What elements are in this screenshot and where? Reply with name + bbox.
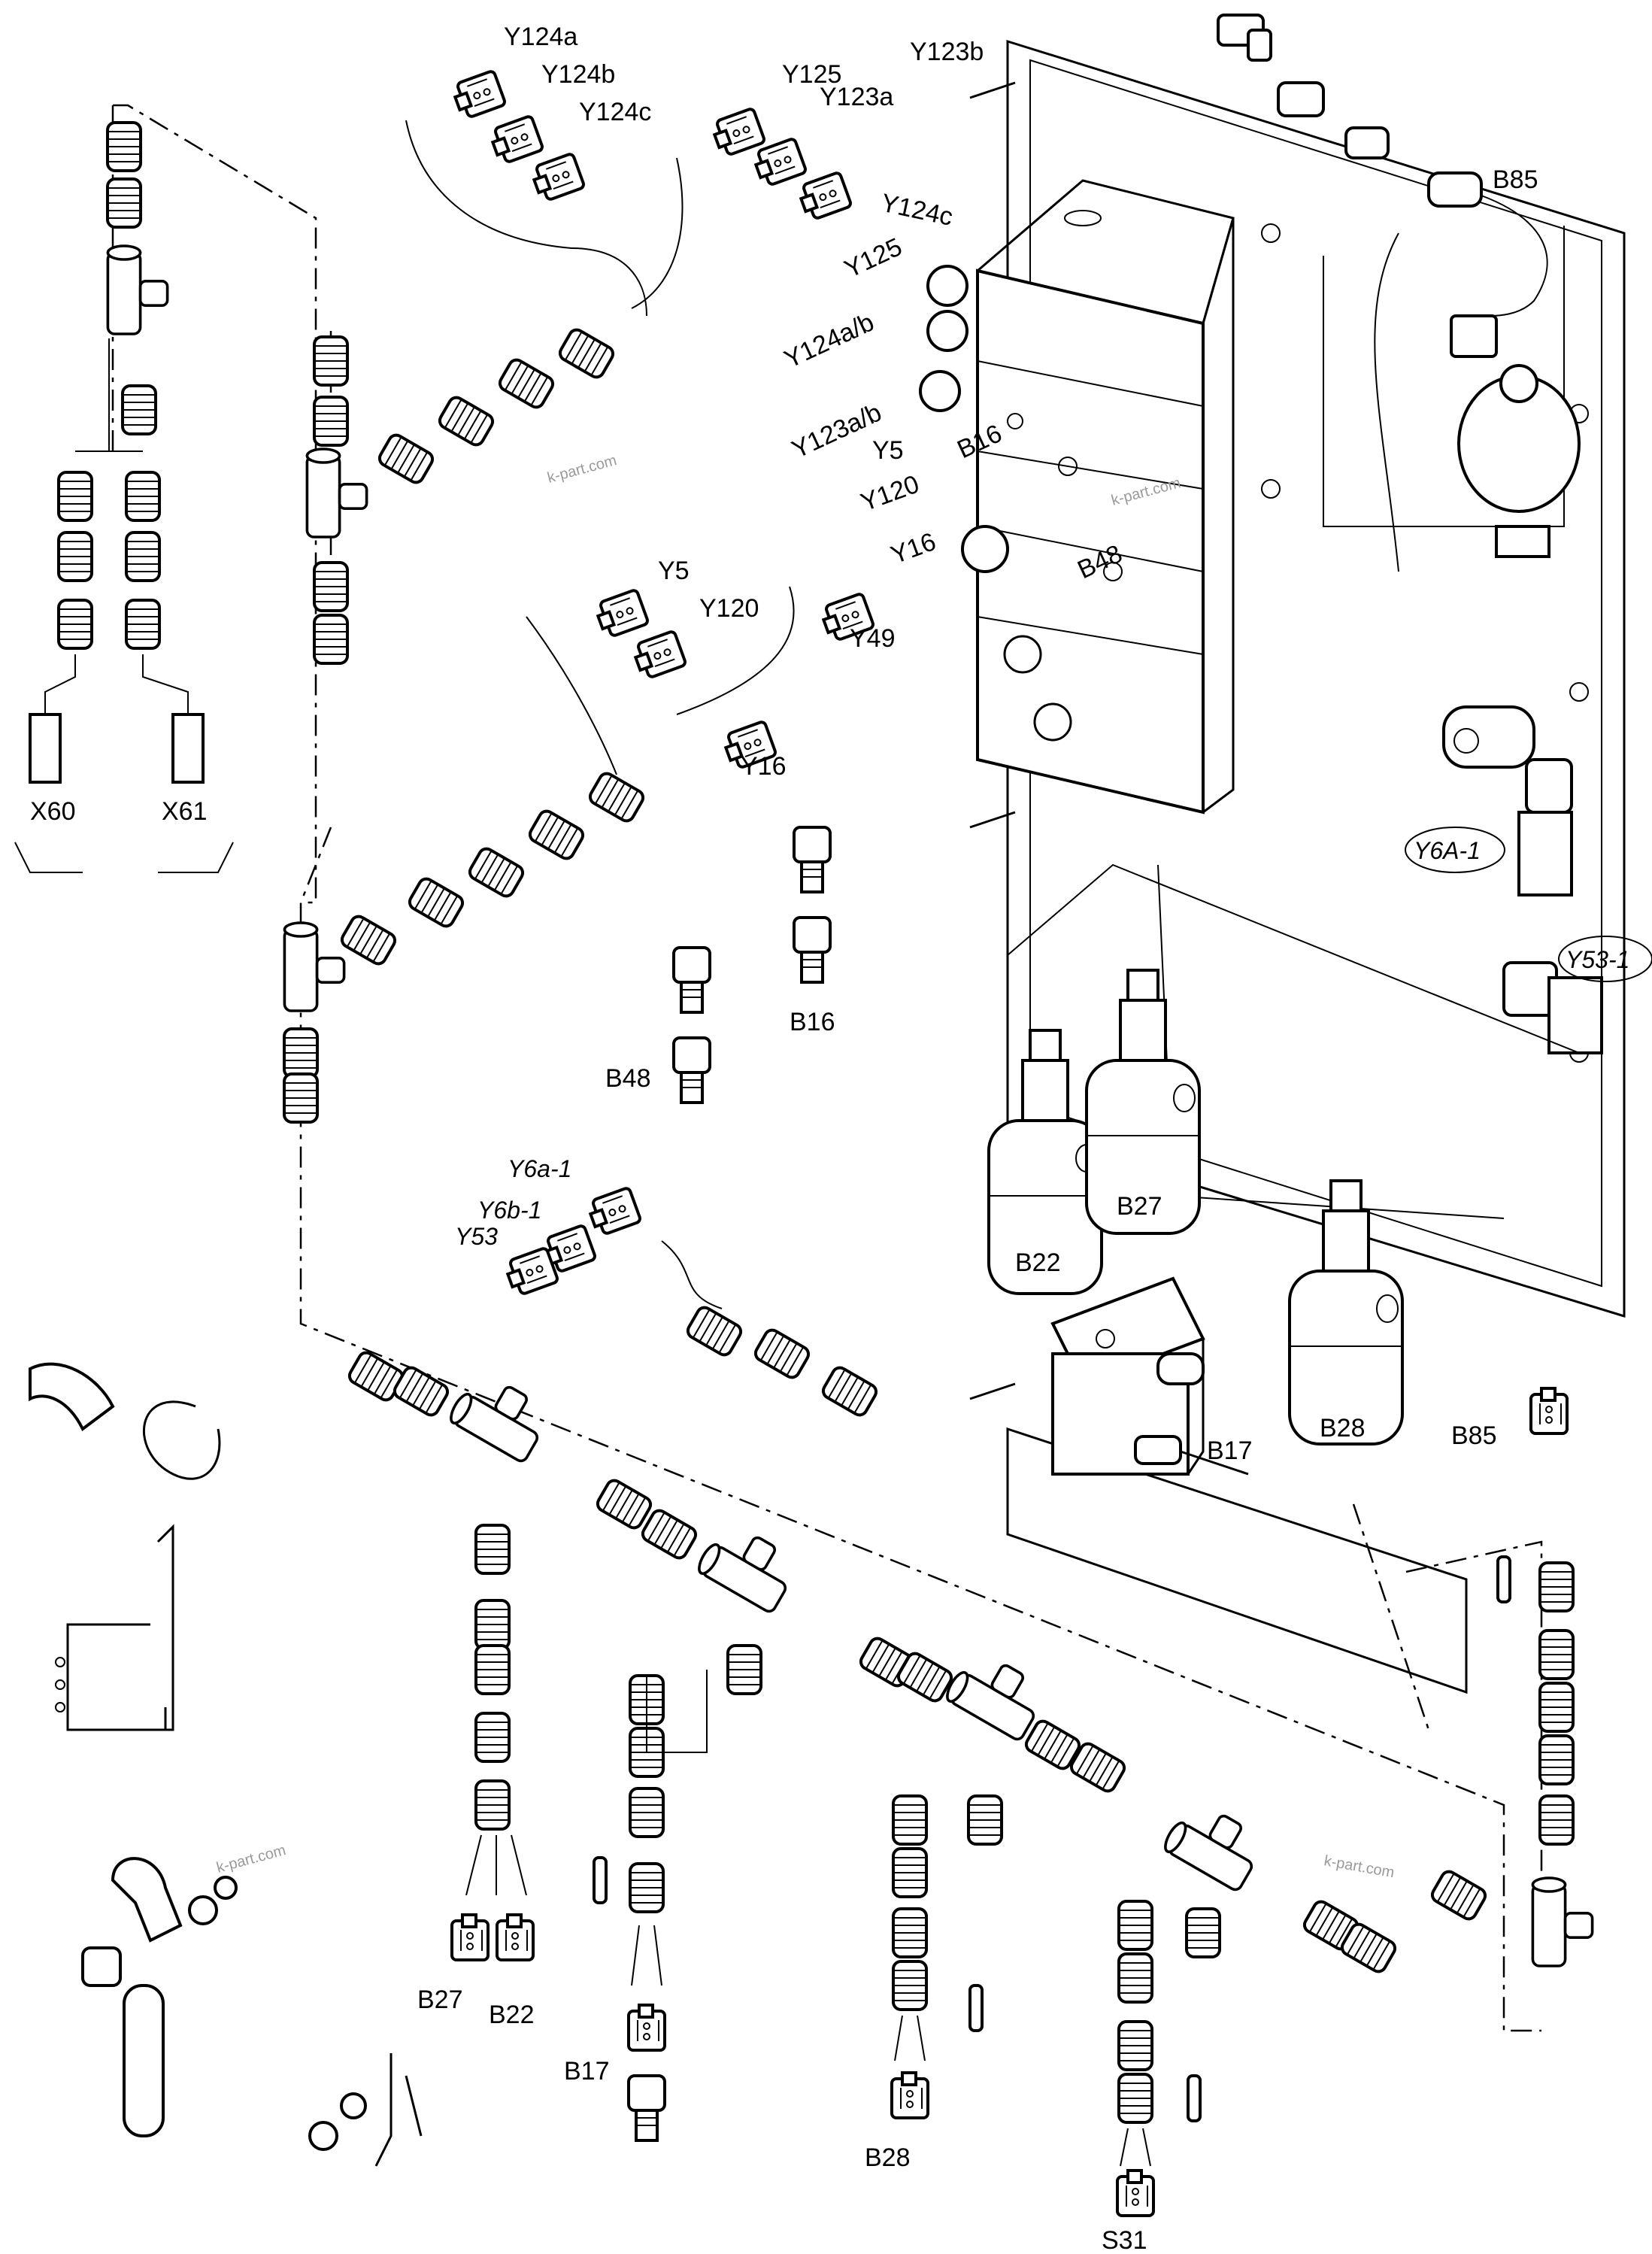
sensors-center bbox=[672, 826, 832, 1104]
loose-parts bbox=[29, 1362, 423, 2167]
watermark-1: k-part.com bbox=[546, 452, 619, 487]
label-y5-conn: Y5 bbox=[658, 557, 690, 585]
label-y120-conn: Y120 bbox=[699, 594, 759, 623]
label-b16-sensor: B16 bbox=[790, 1008, 835, 1036]
part-labels: Y124a Y124b Y124c Y125 Y123a Y123b Y124c… bbox=[30, 23, 1652, 2254]
label-b28-filter: B28 bbox=[1320, 1414, 1366, 1442]
label-y124a: Y124a bbox=[504, 23, 577, 51]
label-y123b: Y123b bbox=[910, 38, 984, 66]
label-y120-valve: Y120 bbox=[857, 470, 923, 517]
lower-harness bbox=[345, 1348, 1594, 2217]
label-b22-filter: B22 bbox=[1015, 1248, 1061, 1277]
label-x61: X61 bbox=[162, 797, 208, 826]
label-b85-top: B85 bbox=[1493, 165, 1538, 194]
label-b27-filter: B27 bbox=[1117, 1192, 1162, 1221]
label-b22-conn: B22 bbox=[489, 2001, 535, 2029]
label-y16-valve: Y16 bbox=[887, 527, 940, 569]
connector-group-y124 bbox=[405, 68, 647, 317]
label-y16-conn: Y16 bbox=[741, 752, 787, 781]
label-y53-conn: Y53 bbox=[455, 1223, 498, 1250]
label-y123a: Y123a bbox=[820, 83, 893, 111]
watermark-4: k-part.com bbox=[1323, 1852, 1396, 1881]
solenoid-valves bbox=[1007, 705, 1603, 1219]
label-b48-sensor: B48 bbox=[605, 1064, 651, 1093]
connector-group-y123 bbox=[631, 106, 853, 309]
label-y6a-1-conn: Y6a-1 bbox=[508, 1155, 571, 1182]
b85-sensor-assembly bbox=[1217, 14, 1581, 572]
harness-routes bbox=[111, 104, 1543, 2032]
label-b85-lower: B85 bbox=[1451, 1421, 1497, 1450]
label-y124b: Y124b bbox=[541, 60, 615, 89]
x60-x61-branch bbox=[14, 121, 234, 873]
label-x60: X60 bbox=[30, 797, 76, 826]
label-y125-top: Y125 bbox=[782, 60, 841, 89]
label-s31-conn: S31 bbox=[1102, 2226, 1147, 2254]
label-y5-valve: Y5 bbox=[872, 436, 904, 465]
valve-block bbox=[919, 179, 1235, 815]
label-b28-conn: B28 bbox=[865, 2143, 911, 2172]
label-y123ab-valve: Y123a/b bbox=[787, 398, 886, 464]
label-y49-conn: Y49 bbox=[850, 624, 896, 653]
watermark-3: k-part.com bbox=[215, 1842, 288, 1876]
connector-group-y6-y53 bbox=[502, 1185, 723, 1309]
label-y125-valve: Y125 bbox=[840, 232, 906, 284]
label-b17-conn: B17 bbox=[564, 2057, 610, 2086]
valve-b17 bbox=[1050, 1276, 1249, 1476]
label-y124ab-valve: Y124a/b bbox=[780, 308, 878, 374]
connector-group-y5-y120 bbox=[526, 586, 876, 775]
label-b17-valve: B17 bbox=[1207, 1436, 1253, 1465]
label-b27-conn: B27 bbox=[417, 1986, 463, 2014]
label-y53-1-valve: Y53-1 bbox=[1566, 946, 1629, 973]
label-y124c-valve: Y124c bbox=[878, 189, 955, 232]
label-y6a1-valve: Y6A-1 bbox=[1414, 837, 1481, 864]
label-y6b-1-conn: Y6b-1 bbox=[477, 1197, 541, 1224]
label-y124c-top: Y124c bbox=[579, 98, 651, 126]
